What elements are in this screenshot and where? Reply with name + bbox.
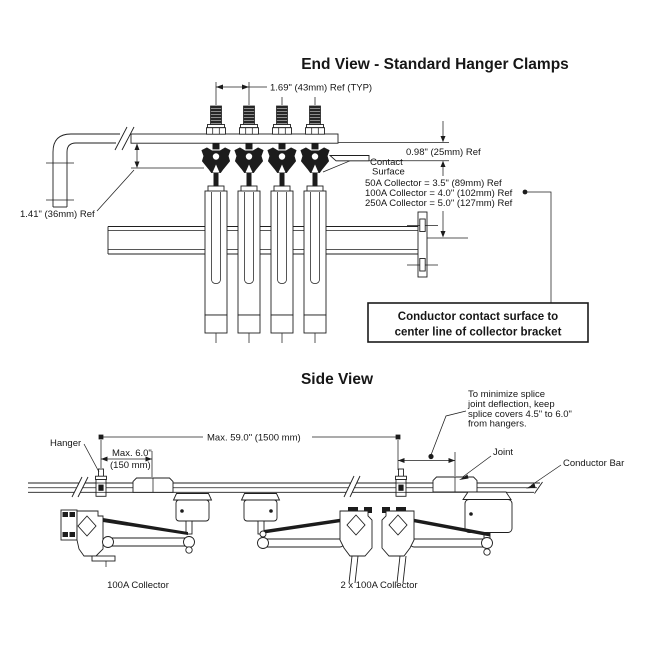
dim-offset-text: 0.98" (25mm) Ref	[406, 147, 481, 158]
ref-100a: 100A Collector = 4.0" (102mm) Ref	[365, 188, 513, 199]
break-mark-feed	[114, 126, 135, 151]
collector-bar-1	[204, 185, 228, 344]
break-mark-left	[71, 476, 89, 498]
ref-250a: 250A Collector = 5.0" (127mm) Ref	[365, 198, 513, 209]
side-view-title: Side View	[301, 371, 374, 388]
collector-assembly-100a	[60, 509, 195, 567]
tower-left	[339, 510, 373, 557]
collector-bar-4	[303, 185, 327, 344]
collector-head-2	[240, 493, 281, 522]
lower-arm	[103, 537, 190, 547]
side-view: Side View To minimize splice joint defle…	[28, 371, 624, 591]
svg-text:Joint: Joint	[493, 447, 513, 458]
dim-splice-clearance	[398, 452, 456, 476]
support-rail	[130, 133, 449, 144]
dim-span-text: Max. 59.0" (1500 mm)	[207, 433, 301, 444]
collector-head-1	[172, 493, 213, 522]
leader-dot	[522, 189, 528, 195]
end-view-title: End View - Standard Hanger Clamps	[301, 56, 569, 73]
contact-label-1: Contact	[370, 157, 403, 168]
upper-arm	[103, 518, 188, 535]
callout-leader	[527, 191, 552, 303]
contact-surface-flag	[328, 155, 370, 162]
contact-surface-group: 0.98" (25mm) Ref Contact Surface	[322, 121, 481, 178]
collector-assembly-2x100a	[257, 507, 493, 584]
cable	[354, 555, 359, 584]
collector-head-3	[462, 491, 513, 533]
collector-bar-2	[237, 185, 261, 344]
break-mark-mid	[343, 475, 361, 498]
label-hanger: Hanger	[50, 438, 100, 473]
dim-clamp-spacing: 1.69" (43mm) Ref (TYP)	[215, 82, 372, 105]
diamond-cutout	[77, 515, 97, 537]
lower-arm-right	[409, 538, 491, 548]
dim-left-offset: 1.41" (36mm) Ref	[20, 143, 204, 220]
feed-elbow	[46, 126, 135, 208]
dim-span: Max. 59.0" (1500 mm)	[98, 433, 401, 470]
dim-spacing-text: 1.69" (43mm) Ref (TYP)	[270, 83, 372, 94]
note-line-4: from hangers.	[468, 419, 527, 430]
cable	[402, 555, 407, 584]
note-line-1: To minimize splice	[468, 389, 545, 400]
cable	[396, 555, 401, 584]
callout-line-2: center line of collector bracket	[395, 327, 562, 339]
splice-cover-1	[132, 477, 174, 493]
dim-hanger-text-1: Max. 6.0"	[112, 448, 152, 459]
label-conductor-bar: Conductor Bar	[526, 458, 624, 489]
bar-end-cut	[534, 481, 543, 494]
svg-text:Hanger: Hanger	[50, 438, 81, 449]
collector-height-refs: 50A Collector = 3.5" (89mm) Ref 100A Col…	[365, 178, 552, 303]
note-leader-dot	[428, 453, 434, 460]
note-line-2: joint deflection, keep	[467, 399, 555, 410]
ref-50a: 50A Collector = 3.5" (89mm) Ref	[365, 178, 502, 189]
tower-right	[381, 510, 415, 557]
lower-arm-left	[261, 538, 345, 548]
collector-bar-3	[270, 185, 294, 344]
dim-left-text: 1.41" (36mm) Ref	[20, 209, 95, 220]
caption-2x100a-collector: 2 x 100A Collector	[340, 580, 417, 591]
splice-note: To minimize splice joint deflection, kee…	[428, 389, 572, 460]
caption-100a-collector: 100A Collector	[107, 580, 169, 591]
label-joint: Joint	[459, 447, 513, 480]
note-leader	[430, 410, 467, 456]
cable	[348, 555, 353, 584]
splice-cover-2	[432, 476, 478, 493]
upper-arm-left	[264, 518, 345, 534]
svg-text:Conductor Bar: Conductor Bar	[563, 458, 624, 469]
callout-box: Conductor contact surface to center line…	[367, 302, 589, 343]
collector-bracket-beam	[107, 211, 468, 278]
contact-label-2: Surface	[372, 167, 405, 178]
end-view: End View - Standard Hanger Clamps 1.69" …	[20, 56, 589, 344]
dim-hanger-joint: Max. 6.0" (150 mm)	[101, 448, 153, 477]
callout-line-1: Conductor contact surface to	[398, 311, 558, 323]
dim-hanger-text-2: (150 mm)	[110, 460, 151, 471]
upper-arm-right	[410, 518, 490, 537]
note-line-3: splice covers 4.5" to 6.0"	[468, 409, 572, 420]
